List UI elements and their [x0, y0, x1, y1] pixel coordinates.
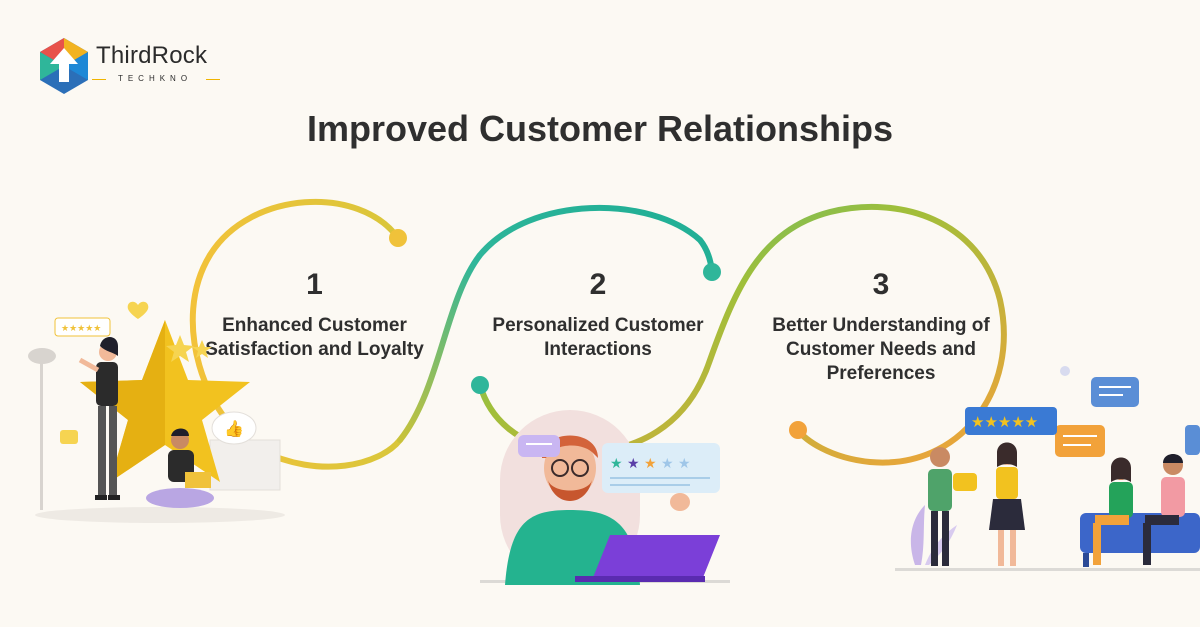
- wave-dot-4: [789, 421, 807, 439]
- wave-segment-2: [397, 204, 715, 443]
- wave-dot-2: [703, 263, 721, 281]
- svg-text:★ ★ ★ ★ ★: ★ ★ ★ ★ ★: [610, 456, 691, 472]
- heart-icon: [127, 301, 149, 319]
- step-2-text: Personalized Customer Interactions: [492, 315, 704, 360]
- step-3: 3 Better Understanding of Customer Needs…: [762, 268, 1000, 386]
- wave-segment-1: [189, 198, 403, 470]
- step-3-number: 3: [872, 268, 890, 301]
- brand-tagline: TECHKNO: [92, 74, 220, 83]
- small-star-icon: [166, 335, 194, 362]
- wave-dot-1: [389, 229, 407, 247]
- understanding-illustration: ★★★★★: [895, 366, 1200, 571]
- page-title: Improved Customer Relationships: [306, 108, 894, 149]
- step-1-text: Enhanced Customer Satisfaction and Loyal…: [205, 315, 424, 360]
- step-3-text: Better Understanding of Customer Needs a…: [772, 315, 990, 384]
- step-2-number: 2: [589, 268, 607, 301]
- satisfaction-illustration: ★★★★★ 👍: [28, 301, 285, 523]
- logo-mark-icon: [40, 38, 88, 94]
- wave-dot-3: [471, 376, 489, 394]
- brand-logo: ThirdRock TECHKNO: [36, 36, 226, 96]
- step-1: 1 Enhanced Customer Satisfaction and Loy…: [192, 268, 437, 362]
- small-star-icon: [192, 340, 212, 358]
- svg-text:★★★★★: ★★★★★: [61, 324, 101, 334]
- svg-text:👍: 👍: [224, 419, 244, 438]
- brand-name: ThirdRock: [96, 42, 208, 69]
- personalized-illustration: ★ ★ ★ ★ ★: [480, 410, 730, 585]
- step-1-number: 1: [306, 268, 323, 301]
- svg-text:★★★★★: ★★★★★: [971, 413, 1038, 431]
- step-2: 2 Personalized Customer Interactions: [483, 268, 713, 362]
